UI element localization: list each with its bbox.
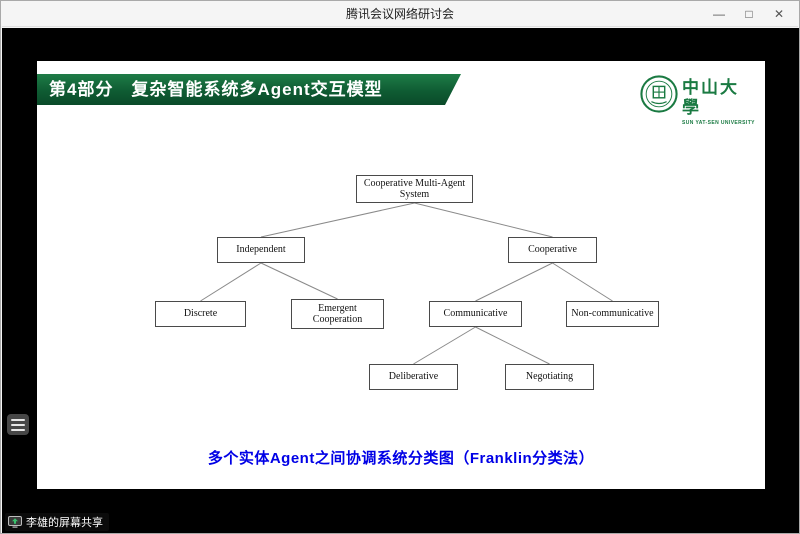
tree-node-emergent-cooperation: Emergent Cooperation	[291, 299, 384, 329]
screen-share-text: 李雄的屏幕共享	[26, 517, 103, 529]
list-icon-line2	[11, 428, 25, 431]
tree-connector-lines	[200, 202, 613, 365]
presentation-slide: 第4部分 复杂智能系统多Agent交互模型 中山大學 SUN YAT-SEN U…	[37, 61, 765, 489]
maximize-button[interactable]: □	[745, 7, 753, 21]
screen-share-stage: 第4部分 复杂智能系统多Agent交互模型 中山大學 SUN YAT-SEN U…	[2, 28, 799, 533]
list-icon-line	[11, 423, 25, 426]
annotation-list-button[interactable]	[7, 414, 29, 435]
university-name-cn: 中山大學	[682, 78, 739, 117]
close-button[interactable]: ✕	[773, 7, 785, 21]
screen-share-icon	[8, 516, 22, 528]
tree-node-root: Cooperative Multi-Agent System	[356, 175, 473, 203]
minimize-button[interactable]: —	[713, 7, 725, 21]
tree-node-deliberative: Deliberative	[369, 364, 458, 390]
window-controls: — □ ✕	[704, 1, 794, 27]
university-name-en: SUN YAT-SEN UNIVERSITY	[682, 120, 755, 126]
window-title: 腾讯会议网络研讨会	[345, 7, 454, 21]
screen-share-indicator: 李雄的屏幕共享	[5, 513, 109, 531]
tree-node-independent: Independent	[217, 237, 305, 263]
slide-section-banner: 第4部分 复杂智能系统多Agent交互模型	[37, 74, 461, 105]
title-bar: 腾讯会议网络研讨会 — □ ✕	[2, 1, 798, 27]
tree-node-negotiating: Negotiating	[505, 364, 594, 390]
university-logo: 中山大學 SUN YAT-SEN UNIVERSITY	[640, 75, 755, 126]
tree-node-non-communicative: Non-communicative	[566, 301, 659, 327]
university-logo-text: 中山大學 SUN YAT-SEN UNIVERSITY	[682, 75, 755, 126]
slide-caption: 多个实体Agent之间协调系统分类图（Franklin分类法）	[207, 450, 595, 467]
tree-node-communicative: Communicative	[429, 301, 522, 327]
list-icon	[11, 418, 25, 421]
university-emblem-icon	[640, 75, 678, 113]
tree-node-cooperative: Cooperative	[508, 237, 597, 263]
tree-node-discrete: Discrete	[155, 301, 246, 327]
